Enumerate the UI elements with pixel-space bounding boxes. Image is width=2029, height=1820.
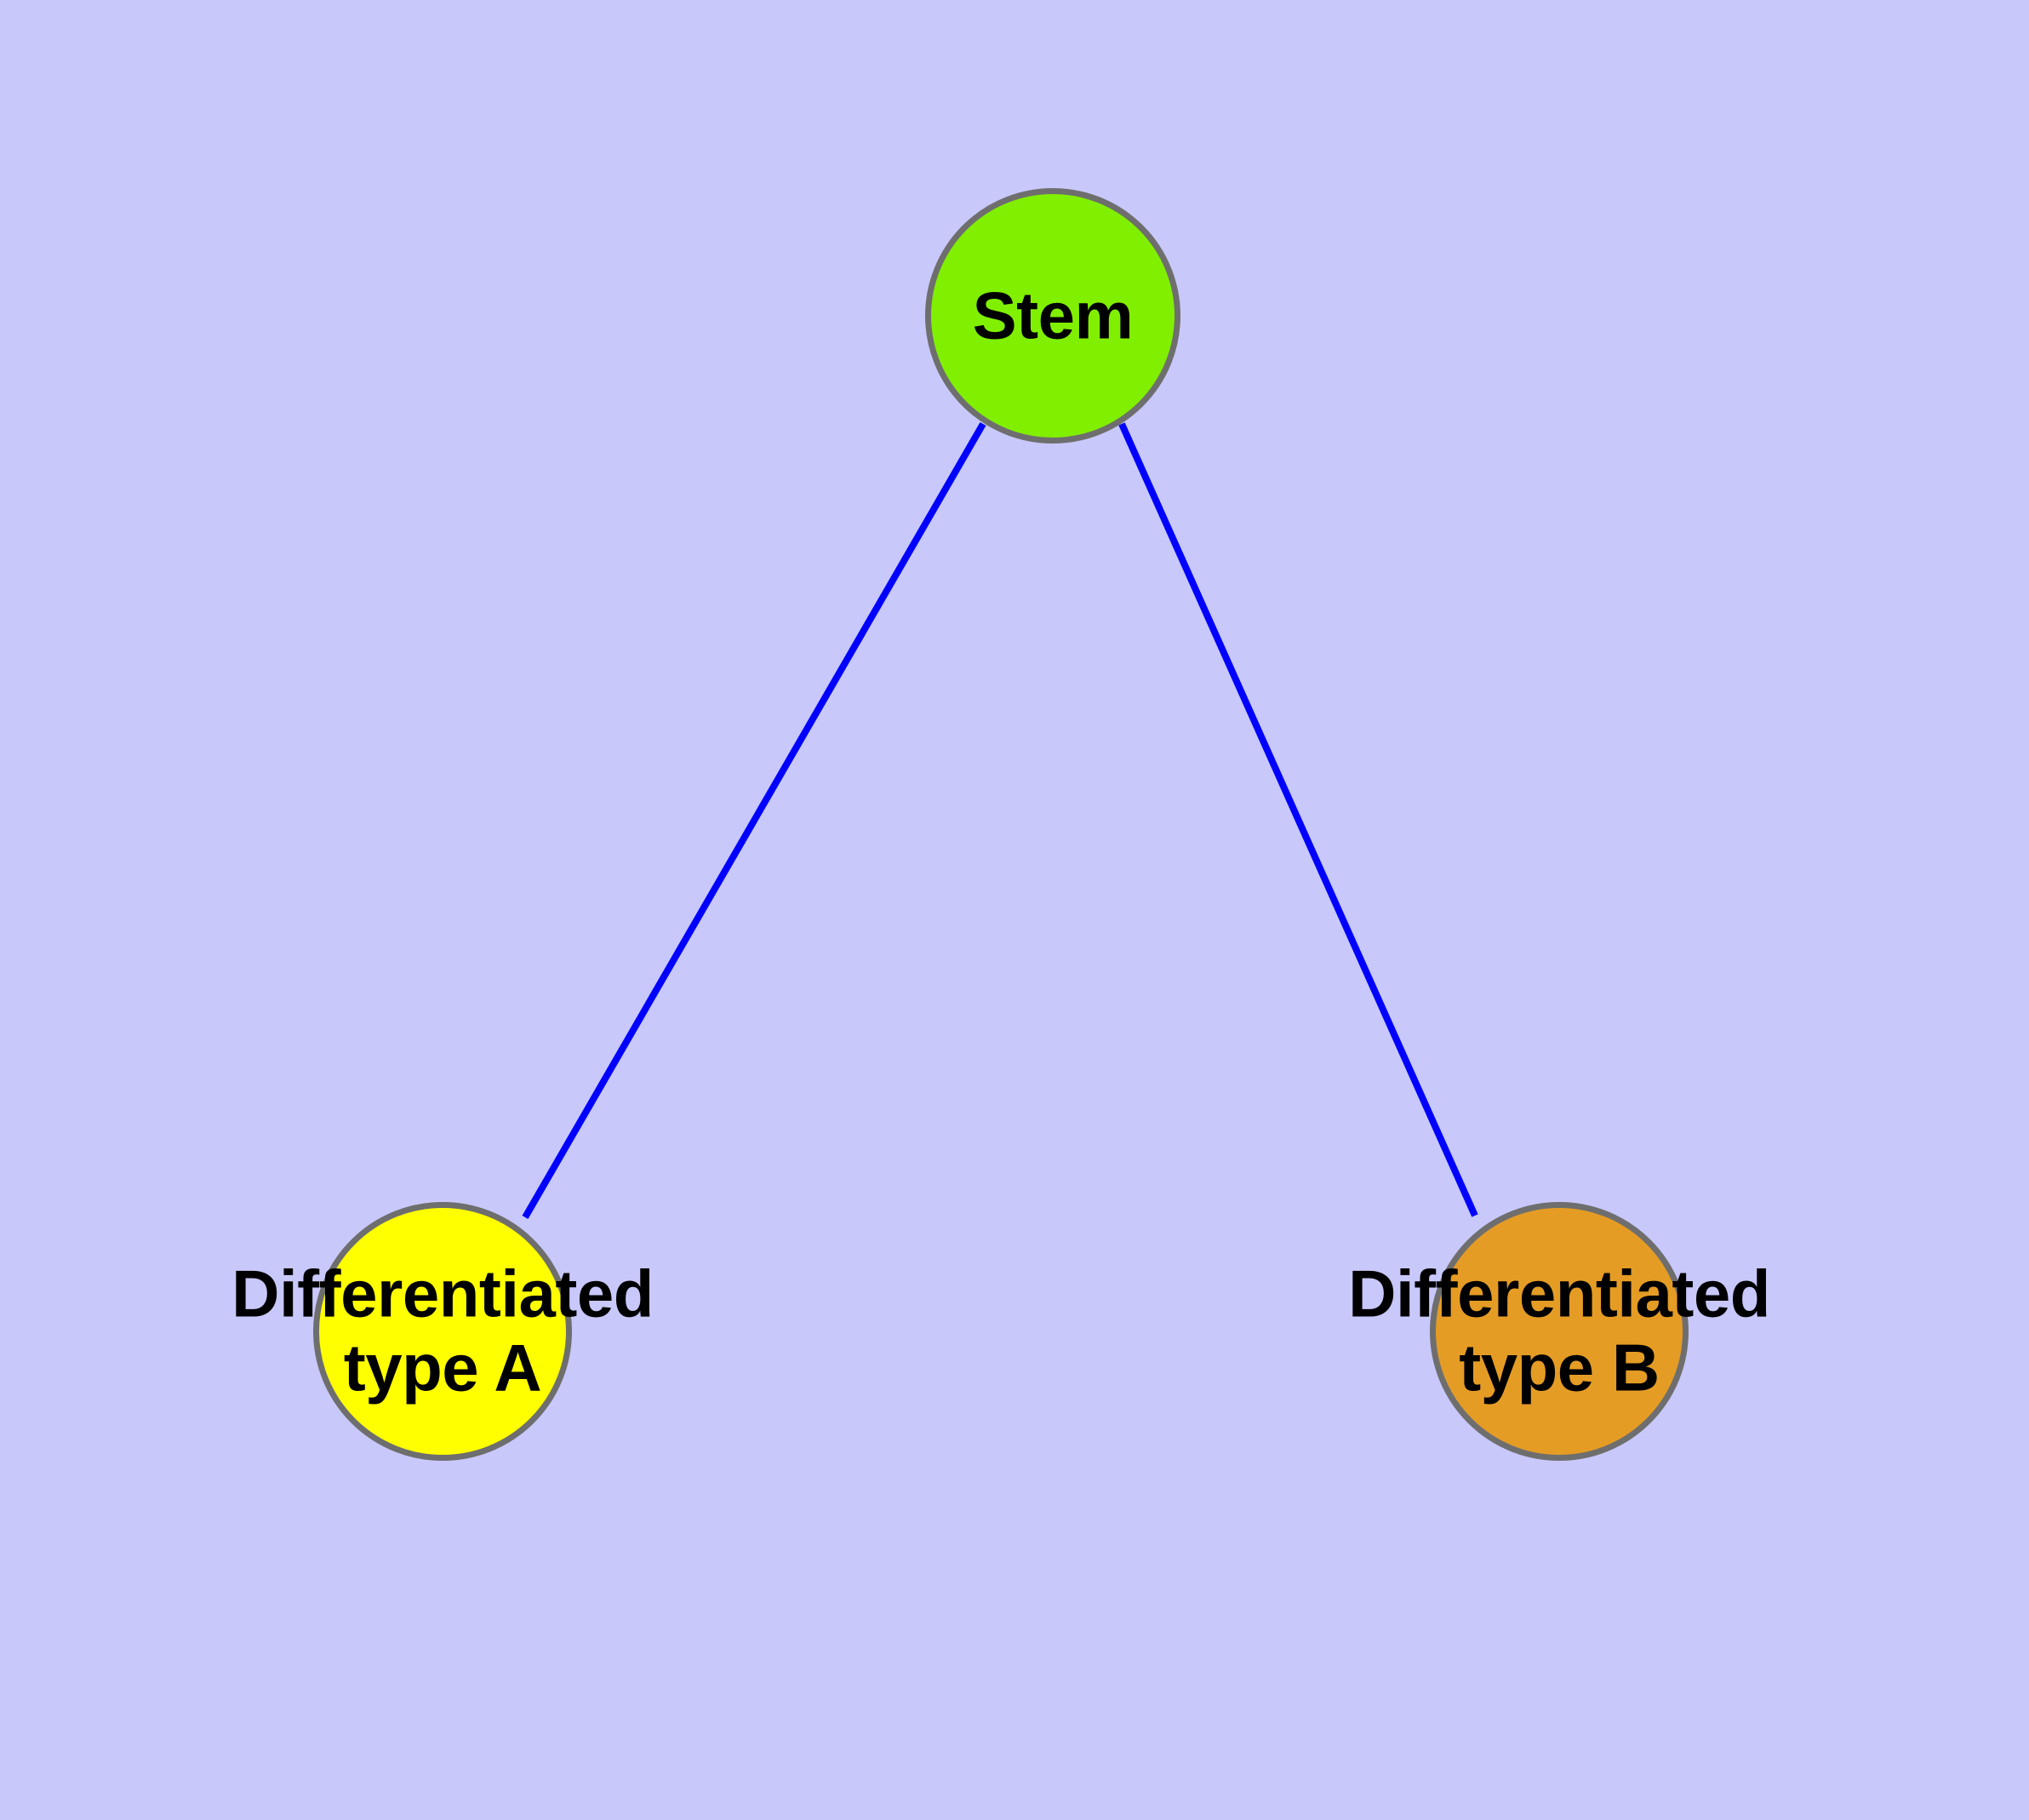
node-differentiated-type-b[interactable]	[1430, 1202, 1689, 1461]
node-stem[interactable]	[925, 188, 1180, 444]
edge-stem-to-diff-b[interactable]	[1118, 422, 1478, 1217]
node-differentiated-type-a[interactable]	[313, 1202, 572, 1461]
edge-stem-to-diff-a[interactable]	[522, 422, 986, 1219]
